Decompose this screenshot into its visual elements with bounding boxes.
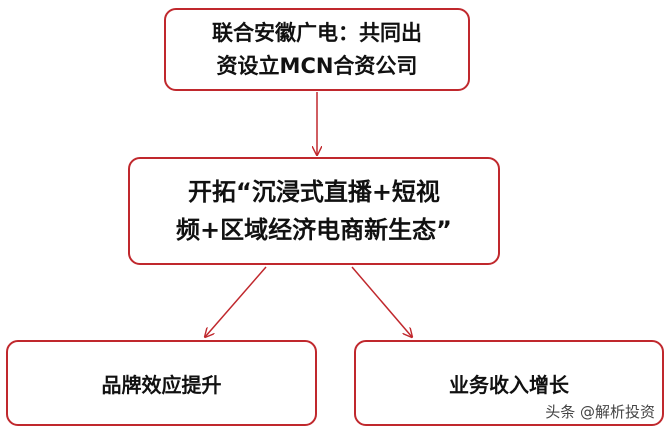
node-left-brand-effect: 品牌效应提升 [6, 340, 317, 426]
node-middle-line-2: 频+区域经济电商新生态” [176, 216, 452, 244]
node-right-revenue-growth: 业务收入增长 [354, 340, 664, 426]
node-top-mcn-joint-venture: 联合安徽广电：共同出 资设立MCN合资公司 [164, 8, 470, 91]
node-top-line-2: 资设立MCN合资公司 [216, 53, 418, 78]
node-middle-line-1: 开拓“沉浸式直播+短视 [188, 178, 440, 206]
node-top-line-1: 联合安徽广电：共同出 [212, 20, 422, 45]
node-left-label: 品牌效应提升 [101, 372, 222, 397]
node-right-label: 业务收入增长 [449, 372, 569, 397]
node-top-text: 联合安徽广电：共同出 资设立MCN合资公司 [212, 17, 422, 83]
watermark-text: 头条 @解析投资 [545, 403, 655, 421]
arrow-middle-to-right [351, 266, 412, 337]
node-middle-text: 开拓“沉浸式直播+短视 频+区域经济电商新生态” [176, 173, 452, 249]
arrow-middle-to-left [205, 266, 267, 337]
node-middle-new-ecosystem: 开拓“沉浸式直播+短视 频+区域经济电商新生态” [128, 157, 500, 265]
